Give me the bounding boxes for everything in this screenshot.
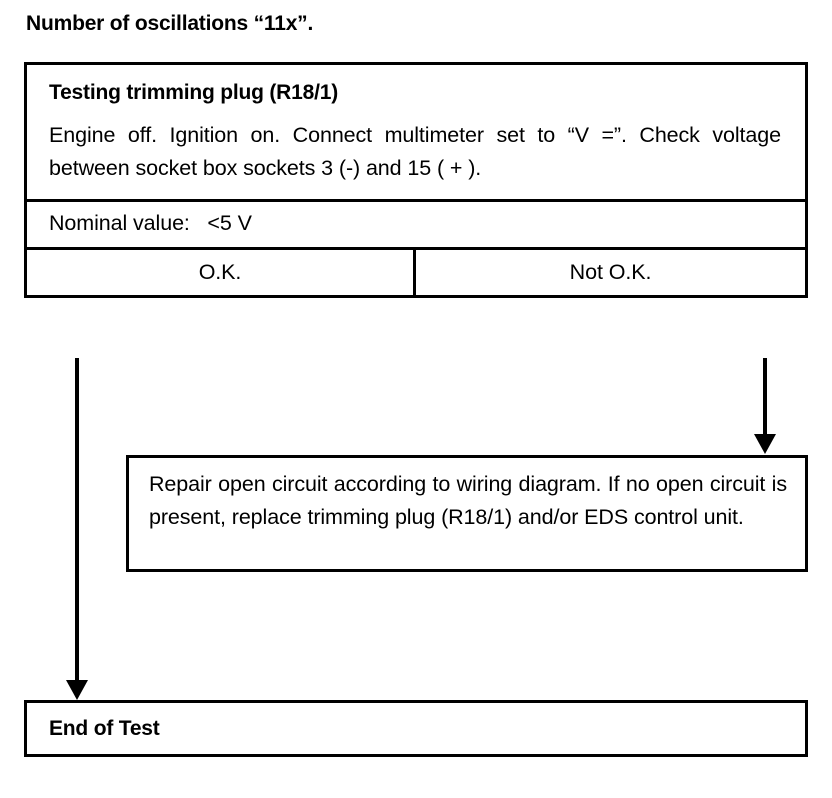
verdict-cell-not-ok[interactable]: Not O.K. [569,260,652,284]
arrowhead-icon [754,434,776,454]
table-nominal-row: Nominal value: <5 V [27,202,805,250]
table-instruction-row: Engine off. Ignition on. Connect multime… [27,111,805,202]
test-title: Testing trimming plug (R18/1) [49,81,338,104]
instruction-text: Engine off. Ignition on. Connect multime… [49,123,781,180]
connector-line [763,358,767,438]
table-verdict-row: O.K. Not O.K. [27,250,805,295]
test-procedure-table: Testing trimming plug (R18/1) Engine off… [24,62,808,298]
arrowhead-icon [66,680,88,700]
end-of-test-label: End of Test [49,716,160,740]
end-of-test-box: End of Test [24,700,808,757]
nominal-value-label: Nominal value: <5 V [49,211,252,235]
repair-action-text: Repair open circuit according to wiring … [149,472,787,529]
verdict-cell-ok[interactable]: O.K. [27,250,416,295]
repair-action-box: Repair open circuit according to wiring … [126,455,808,572]
page-title: Number of oscillations “11x”. [26,12,314,35]
table-header-row: Testing trimming plug (R18/1) [27,65,805,111]
connector-line [75,358,79,684]
